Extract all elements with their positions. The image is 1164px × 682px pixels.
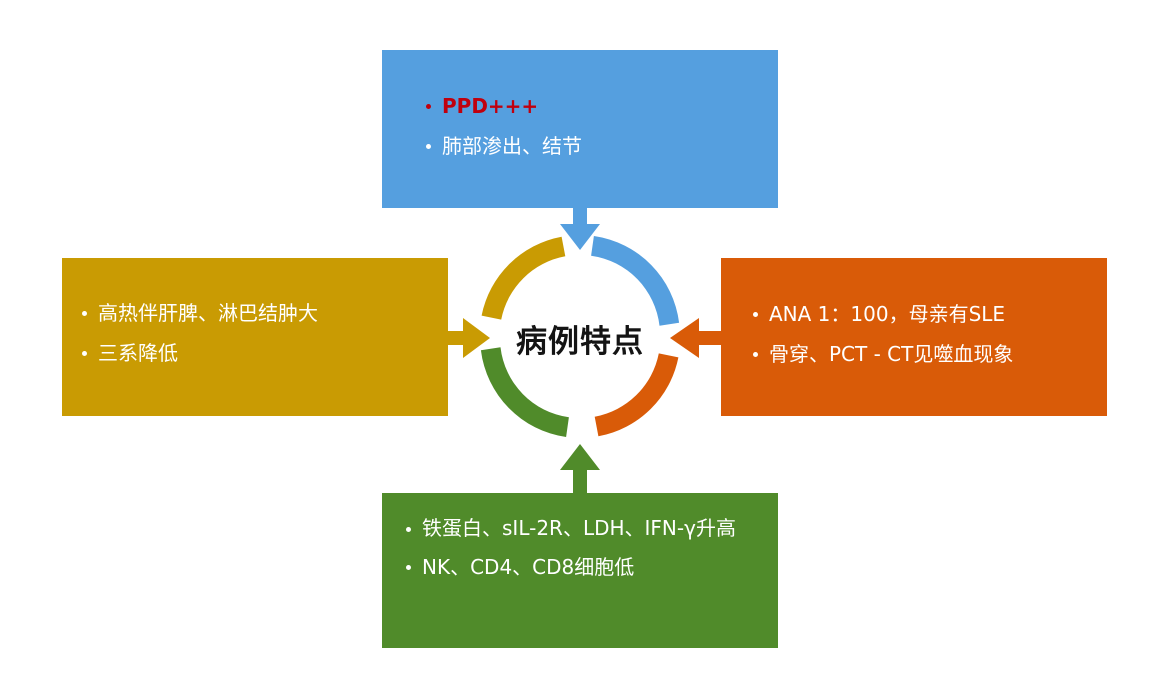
- ring-segment-orange: [594, 353, 679, 437]
- list-item: 铁蛋白、sIL-2R、LDH、IFN-γ升高: [406, 509, 768, 547]
- list-item: NK、CD4、CD8细胞低: [406, 547, 768, 587]
- ring-segment-gold: [481, 236, 566, 320]
- panel-top: PPD+++ 肺部渗出、结节: [382, 50, 778, 208]
- panel-top-list: PPD+++ 肺部渗出、结节: [426, 86, 778, 166]
- ring-segment-blue: [591, 236, 680, 326]
- arrow-right: [670, 318, 723, 358]
- arrow-bottom: [560, 444, 600, 494]
- list-item: PPD+++: [426, 86, 778, 126]
- panel-right: ANA 1：100，母亲有SLE 骨穿、PCT - CT见噬血现象: [721, 258, 1107, 416]
- ring-segment-green: [480, 347, 569, 437]
- panel-right-list: ANA 1：100，母亲有SLE 骨穿、PCT - CT见噬血现象: [753, 294, 1107, 374]
- arrow-top: [560, 206, 600, 250]
- panel-left: 高热伴肝脾、淋巴结肿大 三系降低: [62, 258, 448, 416]
- center-title: 病例特点: [516, 324, 644, 360]
- list-item: 高热伴肝脾、淋巴结肿大: [82, 293, 448, 333]
- list-item: 骨穿、PCT - CT见噬血现象: [753, 334, 1107, 374]
- panel-bottom-list: 铁蛋白、sIL-2R、LDH、IFN-γ升高 NK、CD4、CD8细胞低: [406, 509, 768, 587]
- list-item: 三系降低: [82, 333, 448, 373]
- list-item: 肺部渗出、结节: [426, 126, 778, 166]
- panel-left-list: 高热伴肝脾、淋巴结肿大 三系降低: [82, 293, 448, 373]
- list-item: ANA 1：100，母亲有SLE: [753, 294, 1107, 334]
- arrow-left: [446, 318, 490, 358]
- panel-bottom: 铁蛋白、sIL-2R、LDH、IFN-γ升高 NK、CD4、CD8细胞低: [382, 493, 778, 648]
